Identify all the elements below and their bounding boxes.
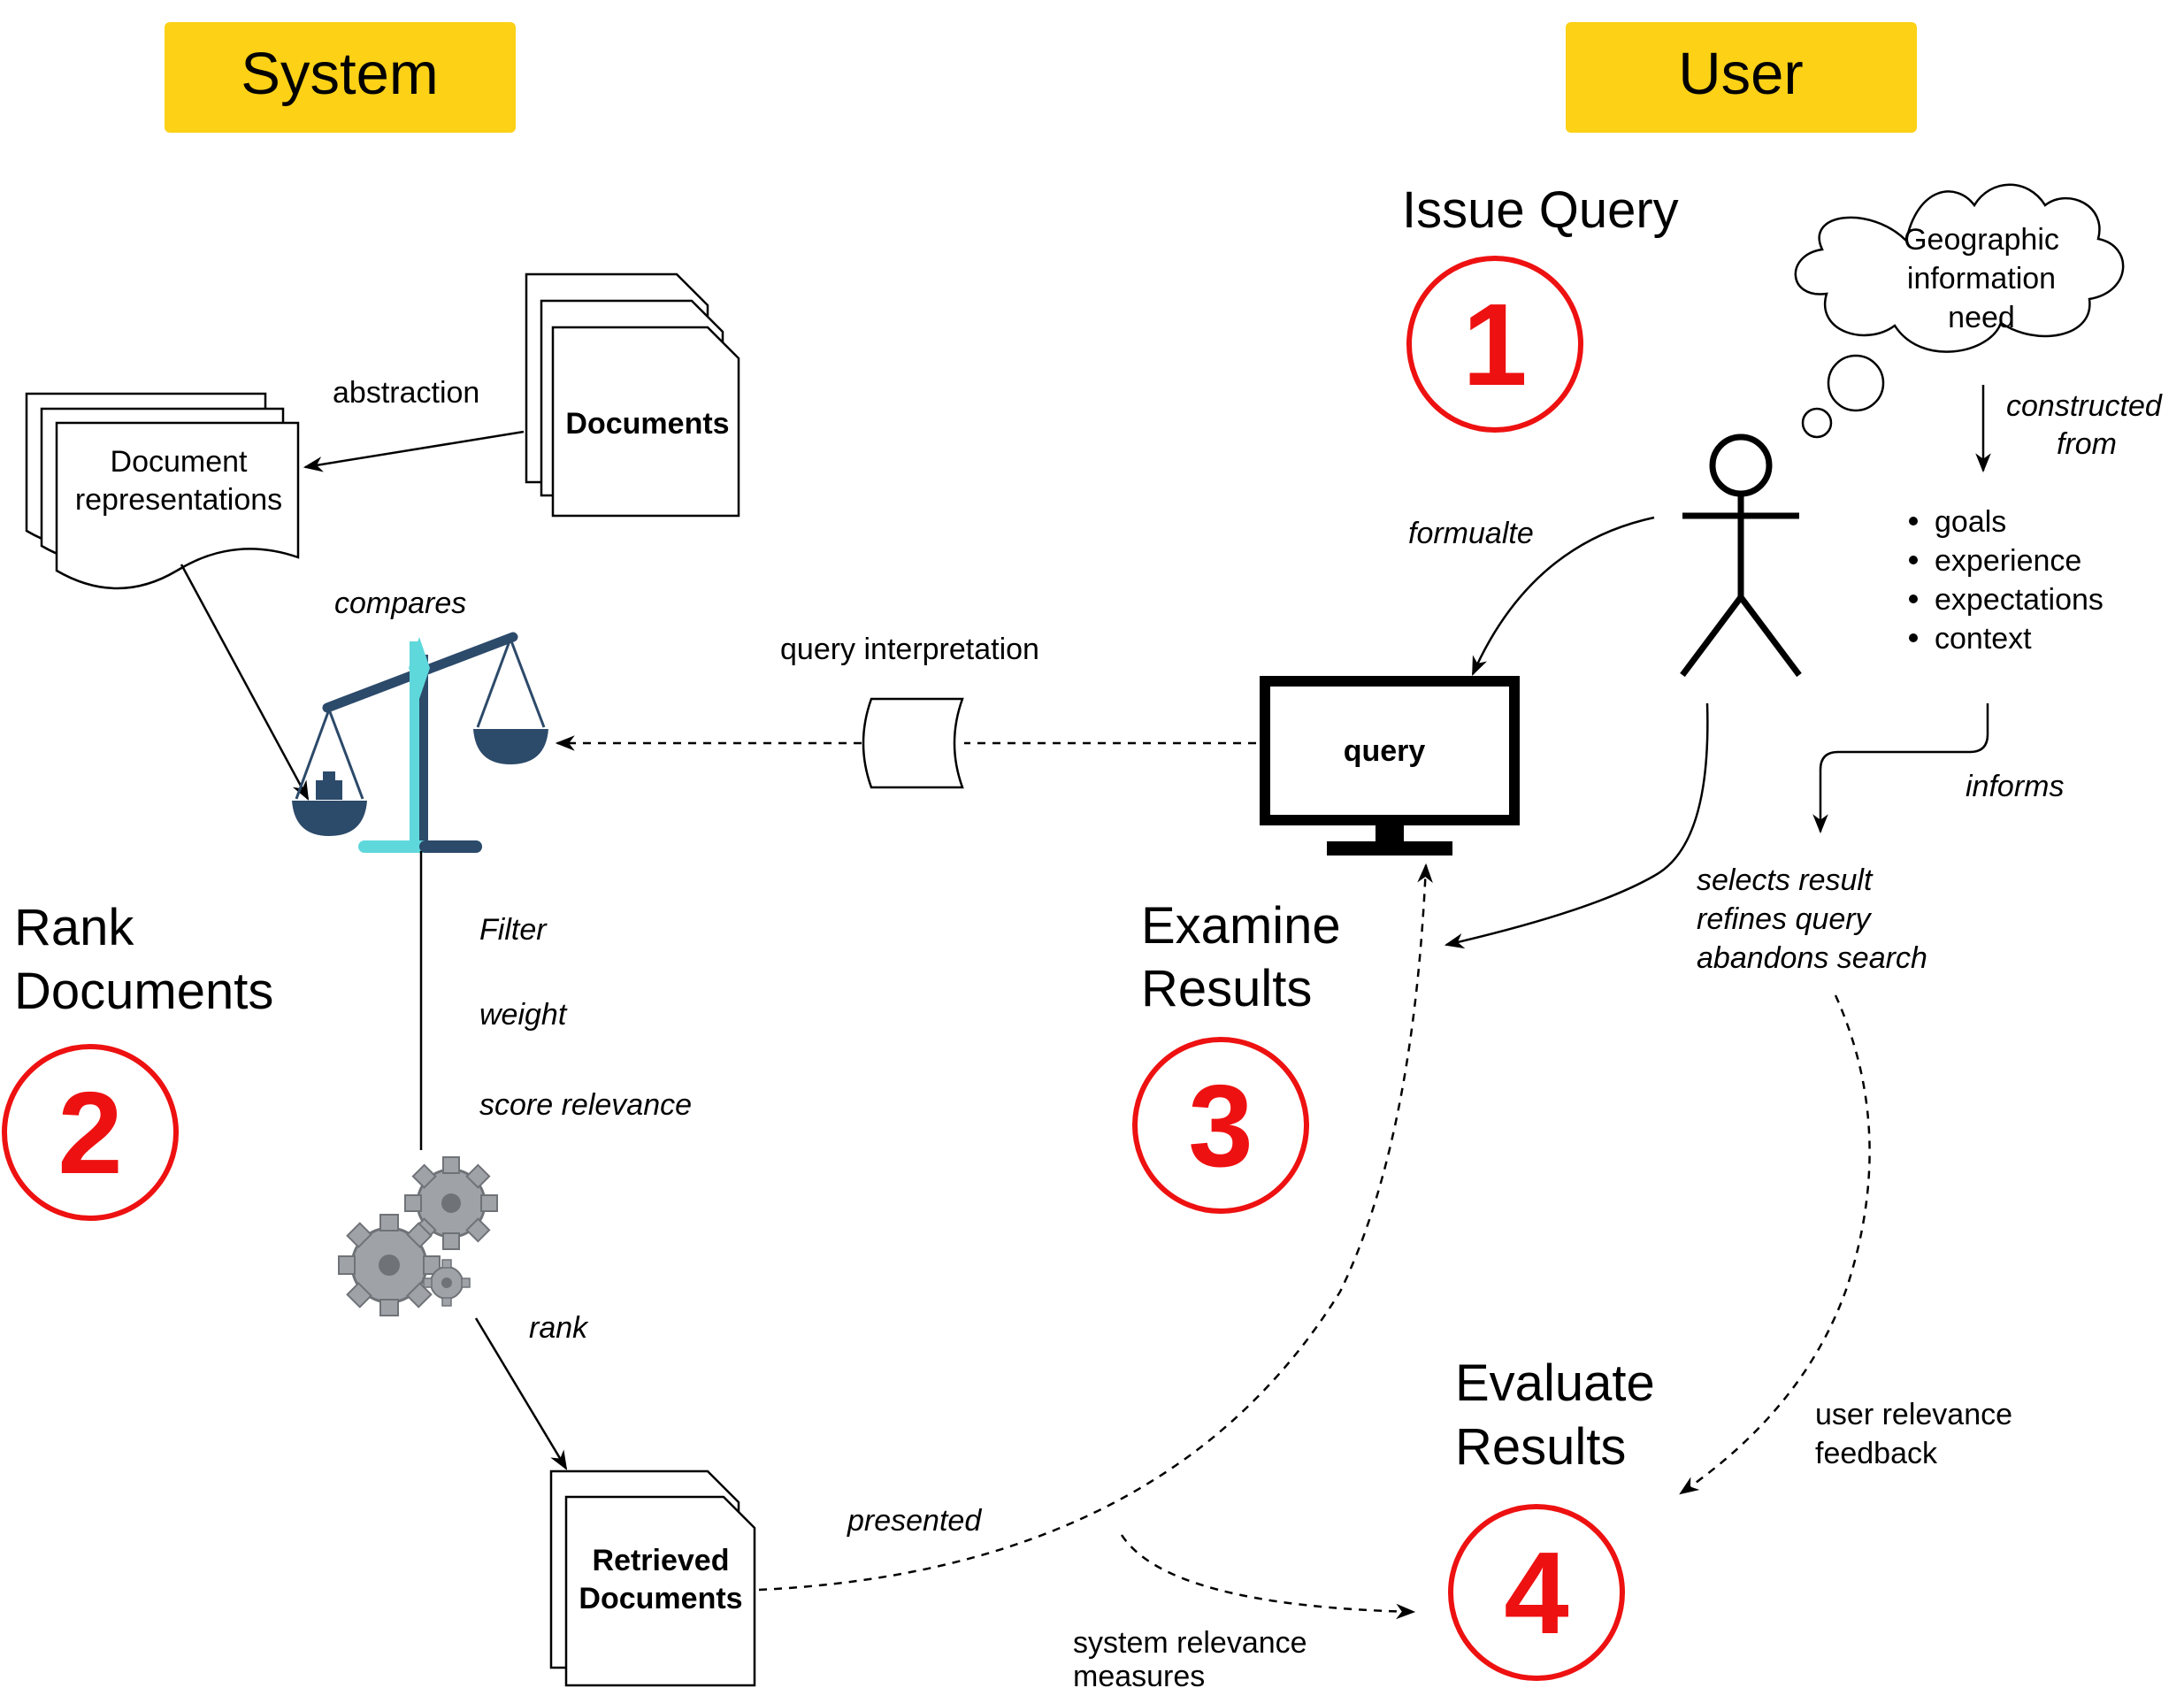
step-4-number: 4 bbox=[1504, 1528, 1568, 1658]
actions-line1: selects result bbox=[1697, 863, 1874, 897]
retrieved-documents-line2: Documents bbox=[579, 1582, 742, 1615]
retrieved-documents-icon: Retrieved Documents bbox=[549, 1469, 756, 1687]
step-2-number: 2 bbox=[57, 1068, 122, 1198]
step-4-badge: 4 bbox=[1448, 1504, 1625, 1681]
step-issue-query-title: Issue Query bbox=[1402, 181, 1679, 239]
formulate-arrow bbox=[1471, 516, 1655, 677]
actions-line3: abandons search bbox=[1697, 941, 1927, 975]
documents-stack-icon: Documents bbox=[525, 272, 740, 518]
step-evaluate-title-line1: Evaluate bbox=[1455, 1354, 1655, 1412]
representations-to-scale-arrow bbox=[180, 564, 310, 801]
query-label: query bbox=[1344, 734, 1426, 768]
system-header: System bbox=[165, 22, 516, 133]
system-measures-dash bbox=[1120, 1534, 1416, 1620]
rank-label: rank bbox=[529, 1311, 589, 1345]
stick-figure-icon bbox=[1680, 434, 1802, 678]
system-measures-line2: measures bbox=[1073, 1660, 1205, 1688]
presented-label: presented bbox=[847, 1504, 982, 1538]
user-feedback-line2: feedback bbox=[1815, 1437, 1938, 1470]
abstraction-arrow bbox=[303, 430, 525, 472]
weight-label: weight bbox=[479, 998, 568, 1032]
user-header-label: User bbox=[1678, 41, 1803, 107]
presented-dash bbox=[758, 863, 1433, 1592]
step-1-number: 1 bbox=[1462, 280, 1527, 410]
step-3-number: 3 bbox=[1188, 1061, 1253, 1191]
score-relevance-label: score relevance bbox=[479, 1088, 692, 1122]
scale-icon bbox=[292, 632, 548, 853]
step-3-badge: 3 bbox=[1132, 1037, 1309, 1214]
abstraction-label: abstraction bbox=[333, 376, 479, 410]
factor-expectations: expectations bbox=[1935, 583, 2104, 617]
filter-label: Filter bbox=[479, 913, 548, 947]
monitor-icon: query bbox=[1260, 676, 1520, 856]
informs-arrow bbox=[1812, 703, 1989, 834]
user-header: User bbox=[1566, 22, 1917, 133]
step-rank-title-line1: Rank bbox=[14, 899, 134, 956]
user-feedback-dash bbox=[1679, 994, 1871, 1495]
retrieved-documents-line1: Retrieved bbox=[593, 1544, 730, 1577]
user-to-examine-arrow bbox=[1444, 702, 1709, 949]
cloud-line3: need bbox=[1948, 301, 2015, 334]
formulate-label: formualte bbox=[1408, 517, 1534, 550]
document-representations-line1: Document bbox=[111, 445, 249, 479]
step-examine-title-line1: Examine bbox=[1141, 897, 1341, 955]
need-factors-list: goals experience expectations context bbox=[1909, 505, 2104, 656]
factor-goals: goals bbox=[1935, 505, 2006, 539]
database-icon bbox=[862, 697, 964, 789]
system-header-label: System bbox=[241, 41, 438, 107]
factor-context: context bbox=[1935, 622, 2032, 656]
thought-cloud-icon: Geographic information need bbox=[1794, 183, 2125, 439]
user-feedback-line1: user relevance bbox=[1815, 1398, 2012, 1431]
cloud-line1: Geographic bbox=[1904, 223, 2059, 257]
step-examine-title-line2: Results bbox=[1141, 960, 1312, 1017]
document-representations-line2: representations bbox=[75, 483, 282, 517]
step-rank-title-line2: Documents bbox=[14, 963, 273, 1020]
actions-line2: refines query bbox=[1697, 902, 1873, 936]
constructed-label-line1: constructed bbox=[2006, 389, 2163, 423]
documents-label: Documents bbox=[565, 407, 729, 441]
factor-experience: experience bbox=[1935, 544, 2081, 578]
document-representations-icon: Document representations bbox=[25, 392, 300, 590]
compares-label: compares bbox=[334, 587, 466, 620]
cloud-line2: information bbox=[1907, 262, 2056, 295]
gears-icon bbox=[338, 1156, 498, 1316]
step-2-badge: 2 bbox=[2, 1044, 179, 1221]
informs-label: informs bbox=[1966, 770, 2064, 803]
system-measures-line1: system relevance bbox=[1073, 1626, 1307, 1660]
rank-arrow bbox=[474, 1317, 568, 1470]
step-1-badge: 1 bbox=[1406, 256, 1583, 433]
query-interpretation-label: query interpretation bbox=[780, 633, 1039, 666]
constructed-label-line2: from bbox=[2057, 427, 2117, 461]
step-evaluate-title-line2: Results bbox=[1455, 1418, 1626, 1476]
